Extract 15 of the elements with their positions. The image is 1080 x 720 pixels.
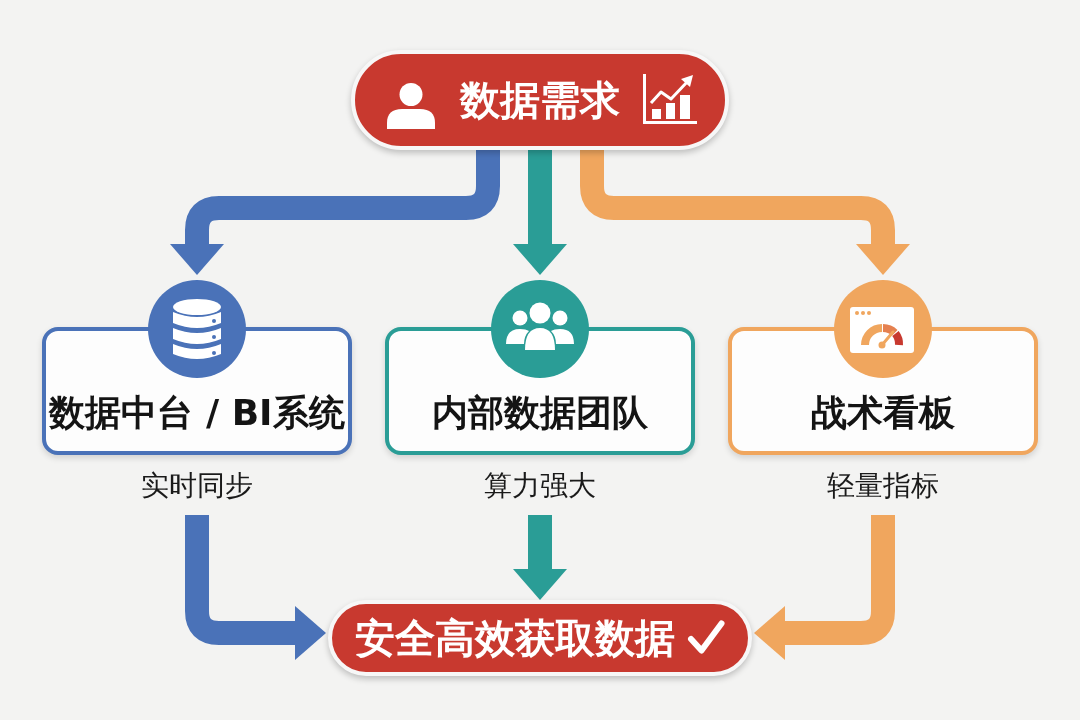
- title-text: 战术看板: [811, 392, 955, 434]
- terminal-pill: [351, 50, 729, 150]
- title-text: 安全高效获取数据: [355, 615, 675, 661]
- arrow: [513, 150, 567, 275]
- caption-text: 实时同步: [141, 469, 253, 503]
- caption-text: 轻量指标: [827, 469, 939, 503]
- arrow: [185, 515, 326, 660]
- arrow: [513, 515, 567, 600]
- arrow: [754, 515, 895, 660]
- terminal-pill: [328, 600, 752, 676]
- caption-text: 算力强大: [484, 469, 596, 503]
- title-text: 数据需求: [460, 77, 620, 123]
- arrow: [580, 150, 910, 275]
- title-text: 数据中台 / BI系统: [49, 392, 345, 434]
- title-text: 内部数据团队: [432, 392, 648, 434]
